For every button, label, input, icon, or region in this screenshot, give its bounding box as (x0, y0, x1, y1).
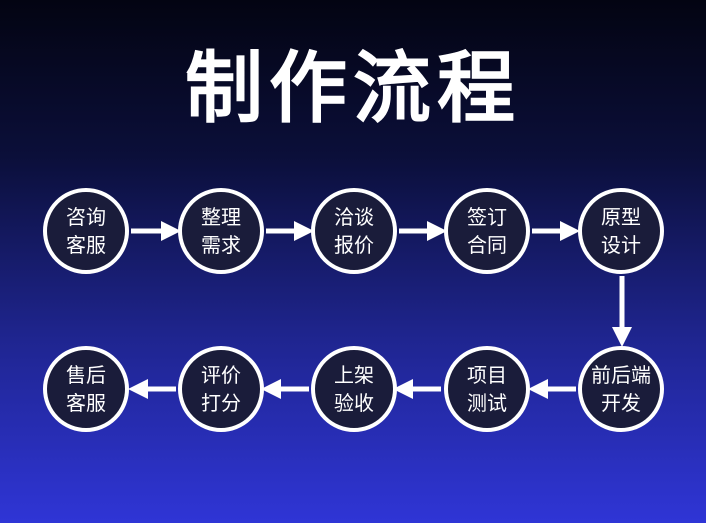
step-requirements: 整理 需求 (178, 188, 264, 274)
step-label: 评价 (201, 363, 241, 387)
step-label: 客服 (66, 391, 106, 415)
step-label: 需求 (201, 233, 241, 257)
step-label: 客服 (66, 233, 106, 257)
step-label: 上架 (334, 363, 374, 387)
step-label: 前后端 (591, 363, 651, 387)
step-label: 设计 (601, 233, 641, 257)
step-consult: 咨询 客服 (43, 188, 129, 274)
step-label: 签订 (467, 205, 507, 229)
step-label: 合同 (467, 233, 507, 257)
step-label: 售后 (66, 363, 106, 387)
step-label: 报价 (334, 233, 374, 257)
step-aftersales: 售后 客服 (43, 346, 129, 432)
step-label: 打分 (201, 391, 241, 415)
step-rating: 评价 打分 (178, 346, 264, 432)
step-label: 咨询 (66, 205, 106, 229)
step-contract: 签订 合同 (444, 188, 530, 274)
step-label: 开发 (601, 391, 641, 415)
step-label: 验收 (334, 391, 374, 415)
step-quote: 洽谈 报价 (311, 188, 397, 274)
step-label: 项目 (467, 363, 507, 387)
step-label: 整理 (201, 205, 241, 229)
step-acceptance: 上架 验收 (311, 346, 397, 432)
page-title: 制作流程 (184, 44, 521, 134)
step-label: 测试 (467, 391, 507, 415)
step-label: 洽谈 (334, 205, 374, 229)
step-prototype: 原型 设计 (578, 188, 664, 274)
step-testing: 项目 测试 (444, 346, 530, 432)
step-label: 原型 (601, 205, 641, 229)
step-development: 前后端 开发 (578, 346, 664, 432)
